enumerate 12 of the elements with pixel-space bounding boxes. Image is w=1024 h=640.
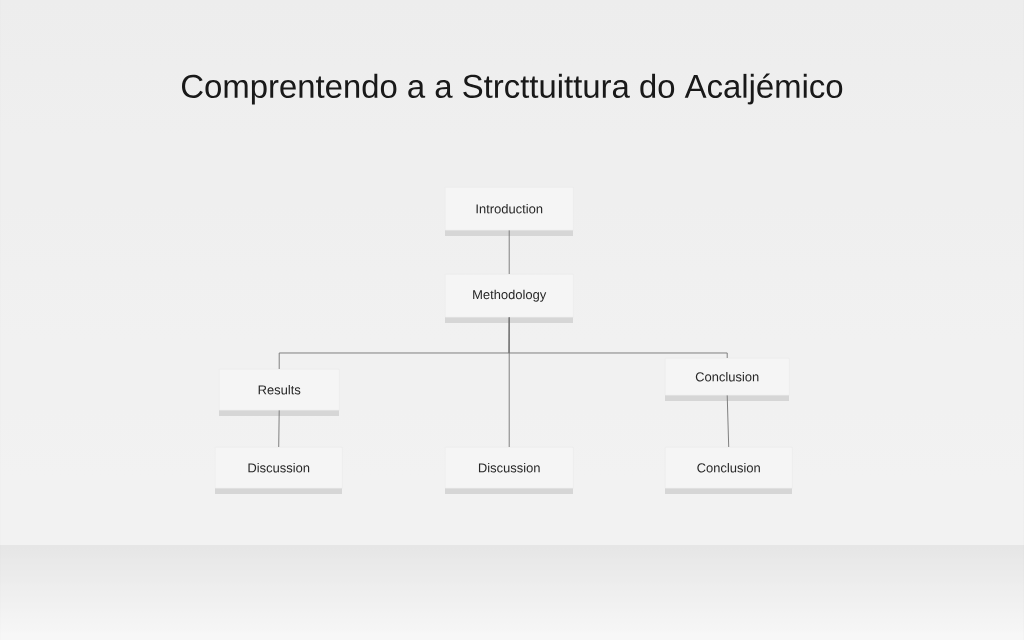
- process-box: Conclusion: [665, 447, 793, 494]
- connector-line: [278, 409, 280, 448]
- connector-line: [726, 394, 730, 448]
- process-box: Discussion: [215, 447, 343, 494]
- connector-line: [508, 229, 510, 275]
- process-box: Introduction: [445, 187, 574, 236]
- connector-line: [508, 316, 728, 359]
- process-box: Results: [219, 369, 340, 416]
- process-box: Conclusion: [665, 358, 790, 401]
- process-box: Discussion: [445, 447, 574, 494]
- title: Comprentendo a a Strcttuittura do Acaljémico: [182, 73, 843, 105]
- process-box: Methodology: [445, 274, 574, 323]
